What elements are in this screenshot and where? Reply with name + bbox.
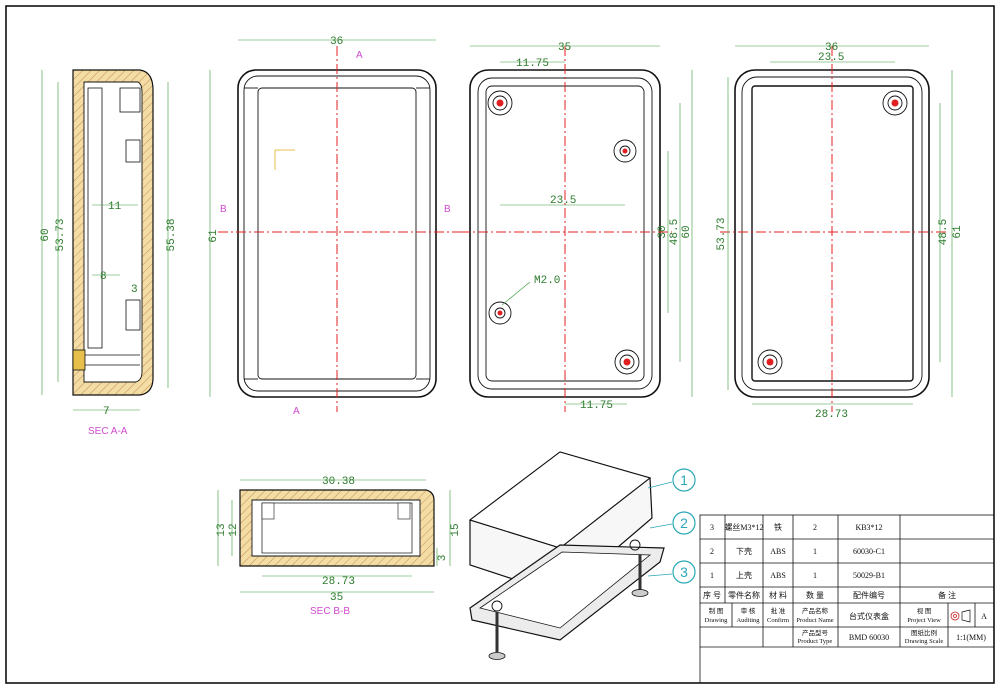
back-right-48: 48.5: [938, 219, 950, 245]
row3-material: 铁: [774, 522, 782, 532]
row3-name: 螺丝M3*12: [724, 522, 763, 532]
sec-a-height-60: 60: [40, 228, 52, 241]
header-note: 备 注: [938, 590, 956, 600]
screw-right: [631, 555, 649, 597]
section-b-b-view: 30.38 28.73 35 13 12 15 3 SEC B-B: [216, 476, 462, 617]
back-left: 53.73: [716, 217, 728, 250]
back-top: 23.5: [818, 52, 844, 64]
back-hole-top-right: [882, 90, 908, 116]
front-height: 61: [208, 229, 220, 243]
tb-auditing-cn: 审 核: [741, 606, 756, 615]
balloon-1: 1: [680, 472, 688, 488]
tb-confirm-cn: 批 准: [771, 606, 786, 615]
inner-hole-span: 23.5: [550, 195, 576, 207]
tb-drawing-en: Drawing: [705, 617, 728, 624]
sec-a-dim-11: 11: [108, 201, 122, 213]
tb-view-letter: A: [981, 612, 987, 621]
mark-a-bottom: A: [293, 406, 300, 417]
screw-left: [488, 612, 506, 660]
balloon-3: 3: [680, 564, 688, 580]
back-hole-bottom-left: [757, 349, 783, 375]
mark-b-right: B: [444, 204, 451, 215]
row2-code: 60030-C1: [853, 547, 885, 556]
tb-project-view-cn: 视 图: [917, 606, 932, 615]
header-name: 零件名称: [728, 590, 760, 600]
row2-qty: 1: [813, 547, 817, 556]
row1-material: ABS: [770, 571, 786, 580]
tb-product-type-cn: 产品型号: [802, 628, 829, 637]
mark-b-left: B: [220, 204, 227, 215]
row2-material: ABS: [770, 547, 786, 556]
inner-h48: 48.5: [669, 219, 681, 245]
exploded-view: 1 2 3: [468, 451, 696, 660]
sheet-border: [5, 5, 995, 684]
sec-a-label: SEC A-A: [88, 426, 128, 437]
sec-b-total-width: 35: [330, 592, 343, 604]
sec-b-dim-12: 12: [228, 523, 240, 536]
balloon-2: 2: [680, 515, 688, 531]
sec-a-dim-7: 7: [103, 406, 110, 418]
section-a-a-view: 60 53.73 55.38 11 8 3 7 SEC A-A: [40, 69, 178, 437]
tb-project-view-en: Project View: [907, 617, 941, 624]
tb-confirm-en: Confirm: [767, 617, 789, 624]
row2-no: 2: [710, 547, 714, 556]
row1-code: 50029-B1: [853, 571, 885, 580]
sec-b-dim-15: 15: [450, 523, 462, 536]
row3-no: 3: [710, 523, 714, 532]
tb-scale-value: 1:1(MM): [956, 633, 986, 642]
row1-name: 上壳: [736, 570, 752, 580]
mark-a-top: A: [356, 50, 363, 61]
header-qty: 数 量: [806, 590, 824, 600]
back-width: 36: [825, 42, 838, 54]
row1-qty: 1: [813, 571, 817, 580]
tb-auditing-en: Auditing: [736, 617, 760, 624]
tb-drawing-cn: 制 图: [709, 606, 724, 615]
boss-right-middle: [613, 139, 637, 163]
inner-view: 35 11.75 23.5 11.75 30 48.5 60 M2.0: [460, 42, 693, 412]
back-view: 36 23.5 28.73 53.73 48.5 61: [716, 42, 964, 421]
boss-top-left: [487, 90, 513, 116]
front-width: 36: [330, 36, 343, 48]
sec-a-dim-3: 3: [131, 284, 138, 296]
inner-h30: 30: [657, 225, 669, 238]
front-view: 36 61 A A B B: [208, 36, 460, 417]
back-right-61: 61: [952, 225, 964, 239]
sec-a-height-53: 53.73: [55, 218, 67, 251]
inner-h60: 60: [681, 225, 693, 238]
screw-size: M2.0: [534, 275, 560, 287]
tb-scale-cn: 图纸比例: [911, 628, 937, 637]
header-material: 材 料: [769, 590, 787, 600]
sec-a-height-55: 55.38: [166, 218, 178, 251]
tb-product-name-cn: 产品名称: [802, 606, 829, 615]
boss-bottom-right: [614, 349, 640, 375]
inner-width: 35: [558, 42, 571, 54]
back-bottom: 28.73: [815, 409, 848, 421]
sec-b-label: SEC B-B: [310, 606, 350, 617]
tb-product-name-value: 台式仪表盒: [849, 611, 889, 621]
projection-symbol-icon: [950, 609, 971, 623]
tb-product-name-en: Product Name: [796, 617, 833, 624]
sec-b-bottom-width: 28.73: [322, 576, 355, 588]
tb-product-type-en: Product Type: [798, 638, 833, 645]
row1-no: 1: [710, 571, 714, 580]
sec-b-dim-13: 13: [216, 523, 228, 536]
tb-scale-en: Drawing Scale: [905, 638, 944, 645]
sec-b-dim-3: 3: [437, 555, 449, 562]
sec-a-dim-8: 8: [100, 271, 107, 283]
header-code: 配件编号: [853, 590, 885, 600]
inner-offset-bottom: 11.75: [580, 400, 613, 412]
boss-left-bottom: [488, 301, 512, 325]
tb-product-type-value: BMD 60030: [849, 633, 889, 642]
sec-b-top-width: 30.38: [322, 476, 355, 488]
header-no: 序 号: [703, 590, 721, 600]
inner-offset-top: 11.75: [516, 58, 549, 70]
title-block: 3 螺丝M3*12 铁 2 KB3*12 2 下壳 ABS 1 60030-C1…: [699, 514, 995, 684]
row3-code: KB3*12: [855, 523, 882, 532]
row3-qty: 2: [813, 523, 817, 532]
row2-name: 下壳: [736, 546, 752, 556]
